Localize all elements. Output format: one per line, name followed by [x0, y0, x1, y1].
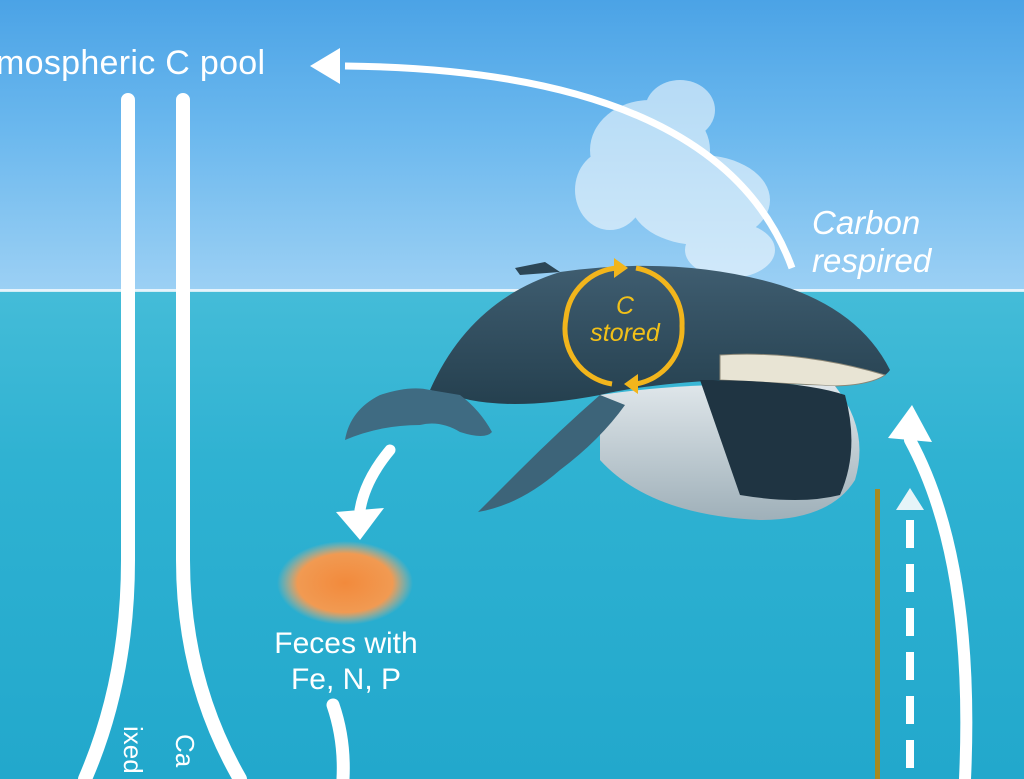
fixed-carbon-vertical-label: ixed [118, 726, 148, 774]
carbon-stored-label: C stored [590, 292, 660, 347]
dashed-upward-arrow [896, 488, 924, 779]
atmospheric-carbon-pool-label: mospheric C pool [0, 44, 266, 82]
water-surface-line [0, 289, 1024, 292]
humpback-whale-illustration [345, 262, 890, 520]
gold-flux-line [875, 489, 880, 779]
feces-nutrients-label: Feces with Fe, N, P [274, 627, 418, 696]
whale-spout [575, 80, 775, 278]
respiration-arrow [310, 48, 796, 270]
nutrient-loop-arrow [326, 698, 350, 779]
sky-background [0, 0, 1024, 291]
carbon-vertical-label: Ca [170, 734, 200, 768]
defecation-arrow [336, 444, 396, 540]
carbon-respired-label: Carbon respired [812, 204, 932, 279]
carbon-flux-tubes [78, 93, 247, 779]
upward-arc-arrow [888, 405, 973, 779]
carbon-stored-cycle [562, 258, 685, 394]
feces-plume [277, 541, 413, 625]
